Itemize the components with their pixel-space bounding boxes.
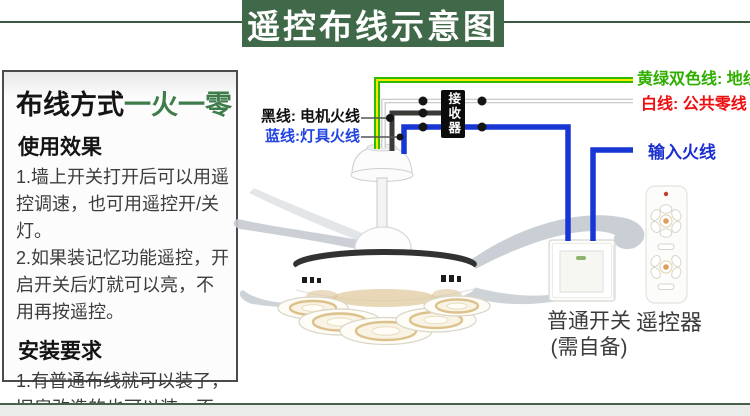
lamp-cluster (277, 295, 491, 346)
fan-drum-vents-left (302, 277, 321, 283)
fan-blade-upper-right (468, 215, 645, 271)
switch-indicator (576, 256, 586, 260)
wiring-method-title-green: 一火一零 (124, 90, 232, 120)
title-banner: 遥控布线示意图 (242, 0, 504, 47)
usage-heading: 使用效果 (18, 136, 102, 159)
remote-label: 遥控器 (636, 310, 703, 335)
remote-control (645, 185, 688, 304)
lamp-wire-label: 蓝线:灯具火线 (265, 128, 360, 145)
page-title: 遥控布线示意图 (247, 7, 499, 45)
connection-dots (386, 96, 487, 141)
input-live-label: 输入火线 (648, 143, 716, 162)
input-live-wire (590, 147, 633, 241)
remote-button-cluster-bottom (650, 243, 682, 290)
switch-label-line1: 普通开关 (547, 310, 631, 333)
motor-live-wire (389, 110, 441, 151)
usage-item-2: 2.如果装记忆功能遥控，开启开关后灯就可以亮，不用再按遥控。 (16, 248, 230, 322)
wall-switch (548, 239, 616, 302)
ceiling-fan (277, 143, 491, 346)
fan-downrod (376, 177, 388, 234)
info-panel: 布线方式一火一零 使用效果 1.墙上开关打开后可以用遥控调速，也可用遥控开/关灯… (2, 70, 238, 416)
receiver-box: 接收器 (441, 90, 465, 138)
lamp-disc (423, 295, 491, 317)
ground-wire-label: 黄绿双色线: 地线 (637, 71, 750, 88)
wiring-method-title: 布线方式一火一零 (16, 83, 232, 122)
switch-label-line2: (需自备) (550, 336, 628, 359)
remote-button-cluster-top (650, 204, 682, 238)
motor-wire-label: 黑线: 电机火线 (260, 108, 360, 125)
remote-led (663, 191, 669, 197)
lamp-live-wire (401, 124, 571, 241)
bottom-strip (0, 403, 750, 416)
usage-item-1: 1.墙上开关打开后可以用遥控调速，也可用遥控开/关灯。 (16, 167, 230, 241)
install-heading: 安装要求 (18, 340, 102, 363)
ground-wire (374, 77, 633, 149)
receiver-label: 接收器 (446, 92, 461, 136)
wiring-method-title-black: 布线方式 (16, 90, 124, 120)
neutral-wire (381, 98, 633, 148)
fan-drum-vents-right (441, 275, 461, 282)
neutral-wire-label: 白线: 公共零线 (641, 96, 747, 113)
switch-label: 普通开关 (需自备) (541, 309, 637, 361)
label-pointer-lines (361, 117, 398, 138)
